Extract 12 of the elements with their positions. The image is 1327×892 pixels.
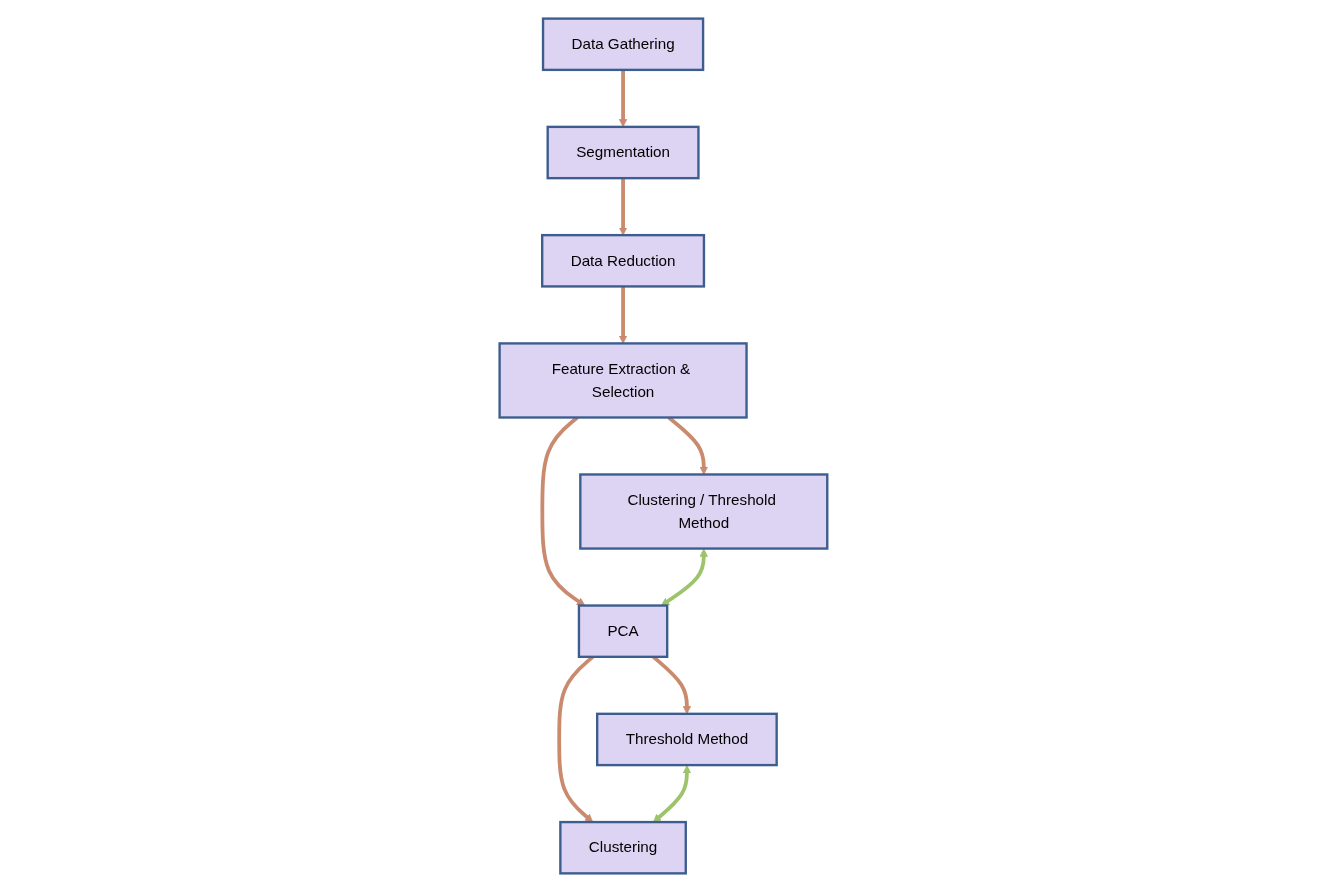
node-box: Data Reduction	[541, 233, 706, 288]
node-box: Data Gathering	[541, 17, 705, 72]
node-box: PCA	[577, 604, 669, 659]
node-box: Clustering	[559, 820, 687, 875]
arrow	[618, 178, 628, 236]
arrow	[653, 765, 692, 823]
node-box: Clustering / Threshold Method	[579, 473, 829, 550]
arrow	[618, 286, 628, 344]
node-box: Threshold Method	[596, 712, 778, 767]
node-box: Segmentation	[546, 125, 700, 180]
arrow	[661, 548, 709, 606]
node-box: Feature Extraction & Selection	[498, 342, 748, 419]
